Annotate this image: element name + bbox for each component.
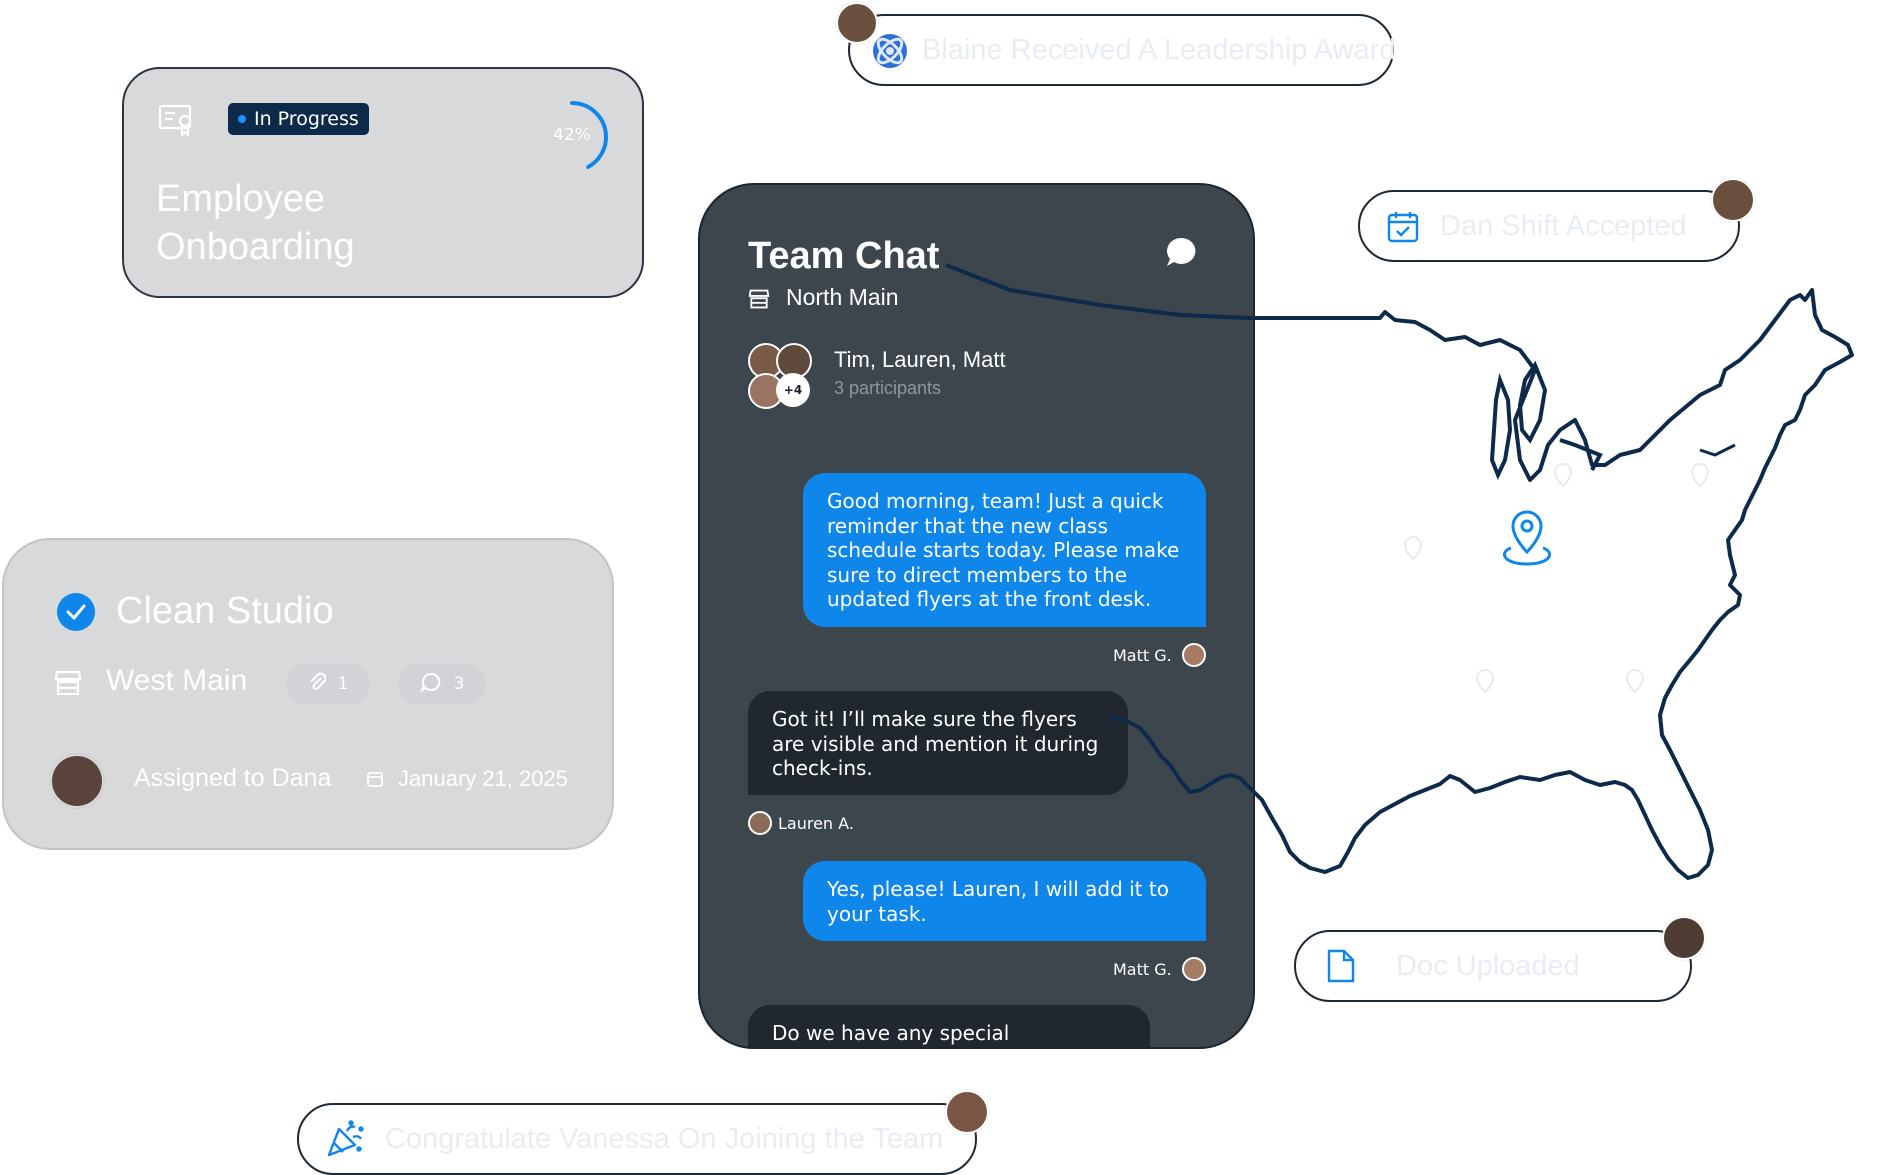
congrats-notification[interactable]: Congratulate Vanessa On Joining the Team — [297, 1103, 977, 1175]
map-pin-icon — [1398, 535, 1428, 569]
participant-avatars: +4 — [748, 343, 814, 409]
notification-text: Blaine Received A Leadership Award — [922, 33, 1396, 66]
task-card[interactable]: Clean Studio West Main 1 3 Assigned to D… — [2, 538, 614, 850]
check-circle-icon[interactable] — [56, 592, 96, 636]
message-sender: Lauren A. — [748, 811, 854, 835]
map-pin-icon — [1685, 462, 1715, 496]
due-date: January 21, 2025 — [398, 766, 569, 791]
paperclip-icon — [308, 672, 326, 697]
avatar — [1181, 957, 1206, 981]
chat-bubble-icon[interactable] — [1164, 235, 1200, 275]
certificate-icon — [158, 103, 196, 141]
shift-notification[interactable]: Dan Shift Accepted — [1358, 190, 1740, 262]
document-icon — [1326, 948, 1356, 989]
participant-names: Tim, Lauren, Matt — [834, 347, 1006, 372]
onboarding-title: Employee Onboarding — [156, 178, 355, 268]
chat-location: North Main — [786, 284, 899, 310]
avatar — [1181, 643, 1206, 667]
progress-ring: 42% — [536, 97, 618, 177]
task-title: Clean Studio — [116, 590, 334, 632]
store-icon — [54, 670, 82, 700]
notification-text: Dan Shift Accepted — [1440, 209, 1687, 242]
attachments-chip[interactable]: 1 — [286, 664, 370, 704]
avatar — [945, 1090, 989, 1134]
comments-chip[interactable]: 3 — [398, 664, 486, 704]
status-dot — [238, 115, 246, 123]
assignee-avatar — [50, 754, 104, 808]
calendar-icon — [366, 770, 384, 792]
chat-title: Team Chat — [748, 235, 940, 277]
assignee-text: Assigned to Dana — [134, 764, 332, 792]
award-icon — [870, 31, 910, 71]
message-sender: Matt G. — [1113, 643, 1206, 667]
onboarding-card[interactable]: In Progress 42% Employee Onboarding — [122, 67, 644, 298]
message-bubble-outgoing: Yes, please! Lauren, I will add it to yo… — [803, 861, 1206, 941]
leadership-notification[interactable]: Blaine Received A Leadership Award — [848, 14, 1396, 86]
status-badge: In Progress — [228, 103, 369, 135]
notification-text: Doc Uploaded — [1396, 949, 1580, 982]
message-bubble-outgoing: Good morning, team! Just a quick reminde… — [803, 473, 1206, 627]
message-sender: Matt G. — [1113, 957, 1206, 981]
store-icon — [748, 289, 770, 313]
map-pin-icon — [1620, 668, 1650, 702]
avatar — [1662, 916, 1706, 960]
map-pin-icon — [1470, 668, 1500, 702]
calendar-check-icon — [1386, 210, 1420, 249]
notification-text: Congratulate Vanessa On Joining the Team — [385, 1122, 944, 1155]
map-pin-icon[interactable] — [1497, 508, 1557, 574]
document-notification[interactable]: Doc Uploaded — [1294, 930, 1692, 1002]
avatar — [748, 811, 772, 835]
task-location: West Main — [106, 664, 248, 697]
message-bubble-incoming: Do we have any special instructions — [748, 1005, 1150, 1047]
progress-label: 42% — [553, 125, 591, 145]
extra-participants-badge: +4 — [776, 373, 810, 407]
team-chat-card[interactable]: Team Chat North Main +4 Tim, Lauren, Mat… — [698, 183, 1255, 1049]
avatar — [1711, 178, 1755, 222]
comment-icon — [419, 671, 442, 698]
avatar — [836, 2, 878, 44]
participant-count: 3 participants — [834, 378, 942, 398]
party-popper-icon — [325, 1119, 365, 1164]
map-pin-icon — [1548, 462, 1578, 496]
message-bubble-incoming: Got it! I’ll make sure the flyers are vi… — [748, 691, 1128, 795]
